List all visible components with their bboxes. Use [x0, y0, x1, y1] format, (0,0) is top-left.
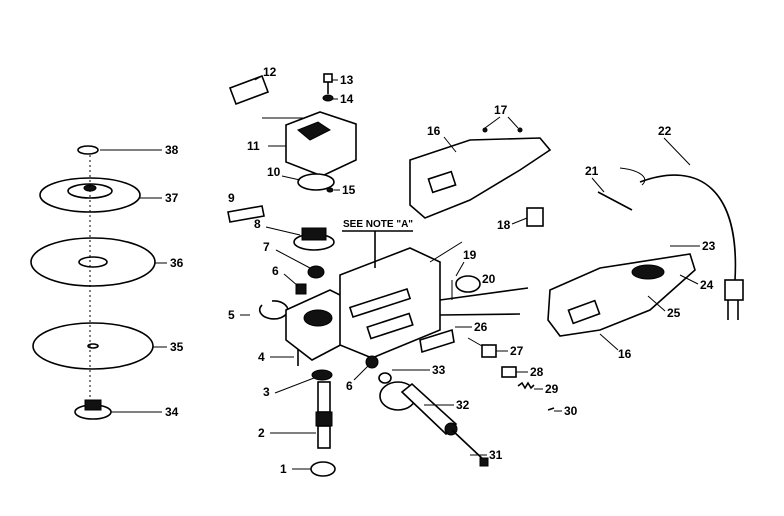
part-14-washer [322, 94, 338, 102]
label-10: 10 [267, 165, 281, 179]
label-25: 25 [667, 306, 681, 320]
label-8: 8 [254, 217, 261, 231]
label-29: 29 [545, 382, 559, 396]
part-8-gear [265, 226, 335, 251]
part-34-nut [74, 399, 162, 420]
label-13: 13 [340, 73, 354, 87]
label-2: 2 [258, 426, 265, 440]
label-20: 20 [482, 272, 496, 286]
part-6-bearing [283, 273, 307, 295]
label-6-lower: 6 [346, 379, 353, 393]
part-7-bearing [275, 249, 325, 279]
label-33: 33 [432, 363, 446, 377]
part-30-screw [547, 407, 562, 412]
part-15-pin [326, 187, 340, 193]
part-12-label [228, 74, 270, 106]
label-27: 27 [510, 344, 524, 358]
part-18-clip [511, 207, 544, 227]
part-5-ring [240, 300, 289, 320]
label-12: 12 [263, 65, 277, 79]
part-11-gear-cover [268, 111, 357, 177]
label-3: 3 [263, 385, 270, 399]
part-6b-bearing [353, 355, 379, 381]
part-27-switch [467, 337, 508, 358]
label-18: 18 [497, 218, 511, 232]
label-35: 35 [170, 340, 184, 354]
part-35-abrasive-disc [32, 322, 167, 370]
label-21: 21 [585, 164, 599, 178]
label-38: 38 [165, 143, 179, 157]
label-23: 23 [702, 239, 716, 253]
label-24: 24 [700, 278, 714, 292]
part-4-pin [270, 346, 299, 366]
label-14: 14 [340, 92, 354, 106]
label-7: 7 [263, 240, 270, 254]
label-30: 30 [564, 404, 578, 418]
part-16-handle-half-top [409, 136, 552, 219]
part-9-label [227, 205, 265, 223]
label-17: 17 [494, 103, 508, 117]
label-5: 5 [228, 308, 235, 322]
part-1-washer [292, 461, 336, 477]
part-31-bolt [451, 429, 489, 467]
label-37: 37 [165, 191, 179, 205]
label-16-top: 16 [427, 124, 441, 138]
label-19: 19 [463, 248, 477, 262]
label-1: 1 [280, 462, 287, 476]
part-21-pin [591, 177, 633, 211]
label-36: 36 [170, 256, 184, 270]
part-10-gasket [281, 173, 335, 191]
part-37-backing-pad [39, 177, 162, 213]
label-22: 22 [658, 124, 672, 138]
part-22-cord [619, 137, 744, 320]
part-17-screws [482, 116, 523, 133]
label-16-bottom: 16 [618, 347, 632, 361]
label-4: 4 [258, 350, 265, 364]
label-9: 9 [228, 191, 235, 205]
label-6-upper: 6 [272, 264, 279, 278]
label-26: 26 [474, 320, 488, 334]
part-26-label [419, 326, 472, 354]
part-38-washer [77, 145, 162, 155]
part-32-side-handle [379, 381, 458, 436]
part-36-disc [30, 237, 167, 287]
part-19-20-brush [451, 261, 481, 300]
part-29-spring [517, 381, 543, 390]
label-11: 11 [247, 139, 260, 153]
label-34: 34 [165, 405, 179, 419]
part-28-block [501, 366, 528, 378]
part-33-washer [378, 369, 430, 384]
label-15: 15 [342, 183, 356, 197]
motor-housing-assembly [285, 241, 529, 361]
part-16-handle-half-bottom [547, 245, 700, 351]
label-28: 28 [530, 365, 544, 379]
label-32: 32 [456, 398, 470, 412]
part-13-screw [323, 73, 338, 94]
label-31: 31 [489, 448, 503, 462]
part-2-spindle [270, 381, 333, 449]
see-note-a-label: SEE NOTE "A" [343, 219, 413, 230]
part-3-washer [274, 369, 333, 394]
